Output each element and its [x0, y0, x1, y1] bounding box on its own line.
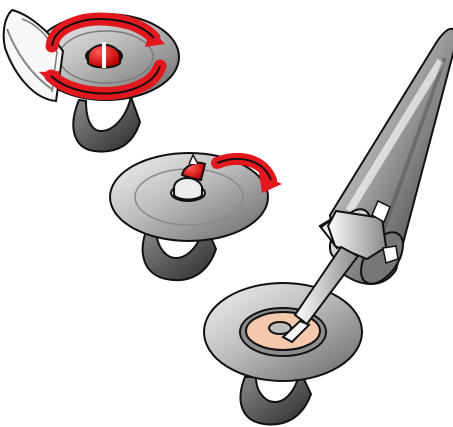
- step-3-disc: [204, 283, 362, 381]
- protective-film: [4, 10, 63, 101]
- step-1-group: [4, 10, 179, 152]
- step-1-hanger-loop: [73, 97, 140, 152]
- step-2-group: [110, 153, 282, 280]
